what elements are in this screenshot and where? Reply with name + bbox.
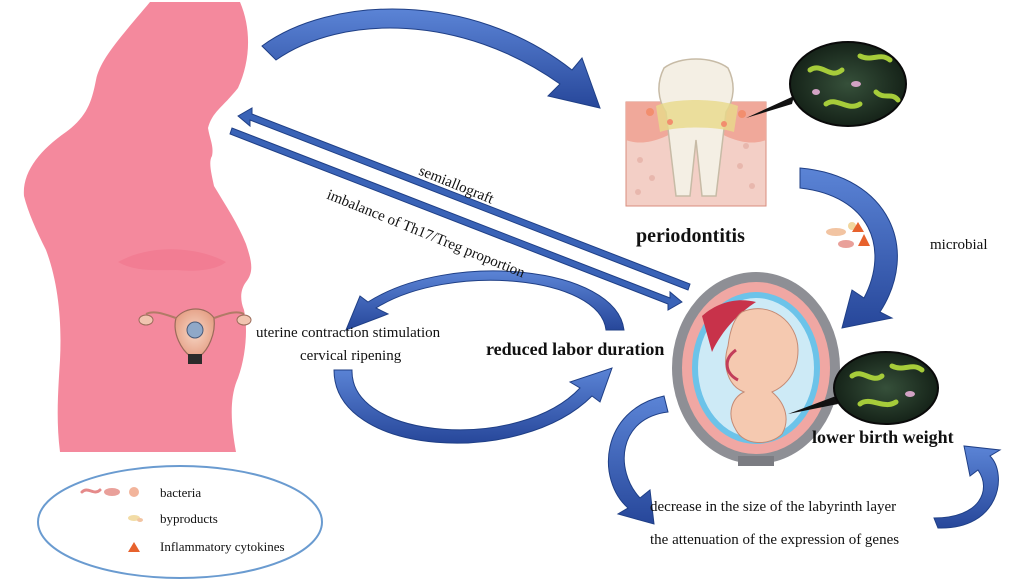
reduced-labor-duration-label: reduced labor duration [486,339,665,359]
arrow-to-lower-birth-weight [933,445,1002,529]
legend-item-cytokines: Inflammatory cytokines [160,539,285,554]
microbial-label: microbial [930,237,988,253]
lower-birth-weight-label: lower birth weight [812,427,954,447]
arrow-imbalance [229,127,683,311]
legend [37,465,323,579]
bacteria-icon [80,487,139,497]
fetus-in-uterus-illustration [672,272,840,466]
arrow-semiallograft [237,107,691,291]
labyrinth-label: decrease in the size of the labyrinth la… [650,499,897,515]
bacteria-bubble-bottom [788,351,939,425]
byproducts-cluster-icon [826,222,870,248]
legend-item-bacteria: bacteria [160,485,202,500]
legend-item-byproducts: byproducts [160,511,218,526]
genes-label: the attenuation of the expression of gen… [650,532,900,548]
uterus-icon [138,308,252,364]
pregnant-woman-silhouette [23,2,252,452]
arrow-loop-top [345,270,625,331]
arrow-to-periodontitis [261,8,601,109]
arrow-microbial [799,167,898,329]
byproducts-icon [128,515,143,522]
cervical-ripening-label: cervical ripening [300,348,402,364]
arrow-loop-bottom [333,367,613,444]
uterine-contraction-label: uterine contraction stimulation [256,325,441,341]
cytokine-triangle-icon [128,542,140,552]
periodontitis-label: periodontitis [636,225,745,247]
arrow-to-labyrinth [608,395,669,525]
bacteria-bubble-top [746,41,907,127]
periodontitis-tooth-illustration [625,58,767,207]
